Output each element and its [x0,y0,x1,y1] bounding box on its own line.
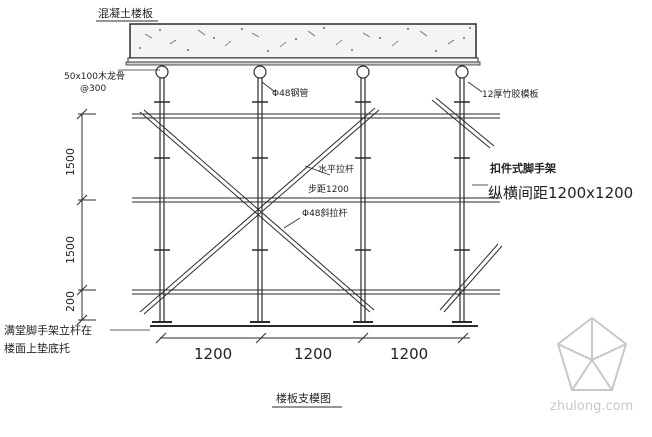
base-note-line2: 楼面上垫底托 [4,341,70,355]
concrete-slab [125,23,481,66]
dim-horizontal-2: 1200 [294,345,332,363]
horizontal-ledgers [132,113,500,295]
watermark-text: zhulong.com [550,399,633,414]
slab-title: 混凝土楼板 [98,6,153,20]
diagonal-braces [139,97,503,315]
joist-label: 50x100木龙骨 [64,70,125,82]
steel-pipe-label: Φ48钢管 [272,87,309,99]
leader-lines [110,69,488,331]
dim-horizontal-1: 1200 [194,345,232,363]
scaffold-type-label: 扣件式脚手架 [490,161,556,175]
couplers [154,101,470,251]
spacing-note-label: 纵横间距1200x1200 [488,184,633,202]
joist-spacing-label: @300 [80,84,106,94]
dim-vertical-2: 1500 [64,236,77,264]
dim-vertical-1: 1500 [64,148,77,176]
base-note-line1: 满堂脚手架立杆在 [4,323,92,337]
watermark-logo [556,316,628,391]
dim-horizontal-3: 1200 [390,345,428,363]
dim-vertical-3: 200 [64,291,77,312]
vertical-dimension-line [76,108,96,326]
formwork-label: 12厚竹胶模板 [482,88,538,100]
horizontal-bar-label: 水平拉杆 [318,163,354,175]
jack-heads [155,65,469,79]
horizontal-dimension-line [155,332,470,344]
diagonal-bar-label: Φ48斜拉杆 [302,207,348,219]
vertical-posts [159,78,465,322]
diagram-caption: 楼板支模图 [276,391,331,405]
step-distance-label: 步距1200 [308,184,349,195]
